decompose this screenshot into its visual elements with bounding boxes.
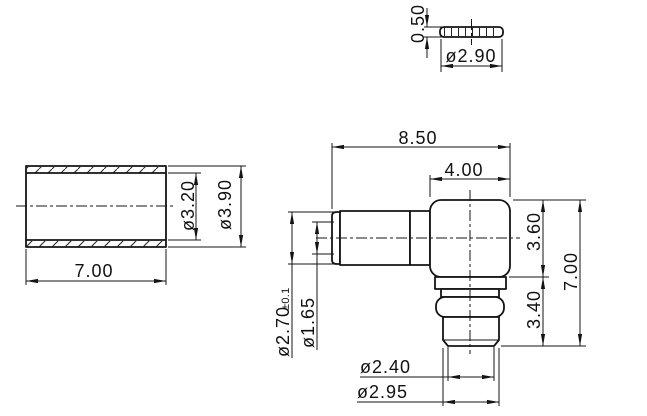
lower-height-label: 3.40 xyxy=(524,290,544,329)
washer-section-hatch xyxy=(444,27,499,37)
body-width-label: 4.00 xyxy=(444,160,483,180)
connector-view: 8.50 4.00 3.60 3.40 7.00 ø2.70 ±0.1 xyxy=(273,128,586,406)
ferrule-id-label-group: ø3.20 xyxy=(178,180,198,231)
washer-view: 0.50 ø2.90 xyxy=(408,4,504,72)
body-height-label: 3.60 xyxy=(524,212,544,251)
cable-od-tolerance-label: ±0.1 xyxy=(280,287,292,310)
ferrule-od-label-group: ø3.90 xyxy=(215,179,235,230)
washer-dia-label: ø2.90 xyxy=(445,46,496,66)
ferrule-wall-hatch-bottom xyxy=(27,241,165,247)
cable-od-label-group: ø2.70 ±0.1 xyxy=(273,287,293,357)
washer-height-label: 0.50 xyxy=(408,4,428,43)
lower-height-label-group: 3.40 xyxy=(524,290,544,329)
ferrule-od-label: ø3.90 xyxy=(215,179,235,230)
ferrule-view: 7.00 ø3.20 ø3.90 xyxy=(16,165,246,285)
ferrule-length-label: 7.00 xyxy=(74,261,113,281)
overall-width-label: 8.50 xyxy=(398,128,437,148)
body-height-label-group: 3.60 xyxy=(524,212,544,251)
overall-height-label: 7.00 xyxy=(561,252,581,291)
cable-od-label: ø2.70 xyxy=(273,306,293,357)
plug-shaft xyxy=(442,316,500,347)
plug-dia-label: ø2.95 xyxy=(357,382,408,402)
ferrule-id-label: ø3.20 xyxy=(178,180,198,231)
cable-id-label-group: ø1.65 xyxy=(298,297,318,348)
cable-id-label: ø1.65 xyxy=(298,297,318,348)
washer-height-label-group: 0.50 xyxy=(408,4,428,43)
tip-dia-label: ø2.40 xyxy=(360,357,411,377)
overall-height-label-group: 7.00 xyxy=(561,252,581,291)
ferrule-wall-hatch-top xyxy=(27,167,165,173)
